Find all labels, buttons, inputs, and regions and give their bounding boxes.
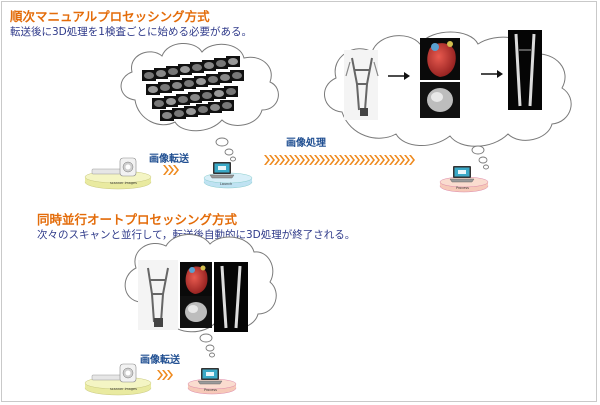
transfer-arrows (163, 165, 179, 175)
heart-3d-icon (180, 262, 212, 328)
ct-slice-stack-icon (142, 56, 244, 121)
heart-3d-icon (420, 38, 460, 118)
section1-title: 順次マニュアルプロセッシング方式 (10, 9, 210, 24)
console-label: Launch (220, 182, 232, 186)
angiography-icon (344, 50, 379, 120)
laptop-icon (209, 161, 235, 179)
angiography-icon (138, 260, 178, 330)
workstation-2: Process (187, 367, 237, 395)
section2-transfer-label: 画像転送 (140, 355, 180, 366)
ct-scanner-icon: scanner images (84, 157, 152, 190)
workstation-label-2: Process (204, 388, 217, 392)
scanner-label-2: scanner images (110, 387, 137, 391)
workstation-1: Process (439, 165, 489, 193)
console-station: Launch (203, 161, 253, 189)
section2-title: 同時並行オートプロセッシング方式 (37, 212, 238, 227)
laptop-icon (197, 367, 223, 385)
ct-scanner-icon: scanner images (84, 363, 152, 396)
section1-description: 転送後に3D処理を1検査ごとに始める必要がある。 (10, 26, 252, 38)
scanner-label-1: scanner images (110, 181, 137, 185)
angiography-icon (508, 30, 542, 110)
section1-transfer-label: 画像転送 (149, 154, 189, 165)
section1-processing-label: 画像処理 (286, 138, 326, 149)
laptop-icon (449, 165, 475, 183)
right-arrow-icon (481, 70, 503, 78)
workstation-label-1: Process (456, 186, 469, 190)
right-arrow-icon (388, 72, 410, 80)
transfer-arrows (157, 370, 173, 380)
angiography-icon (214, 262, 248, 332)
processing-arrows (264, 155, 415, 165)
